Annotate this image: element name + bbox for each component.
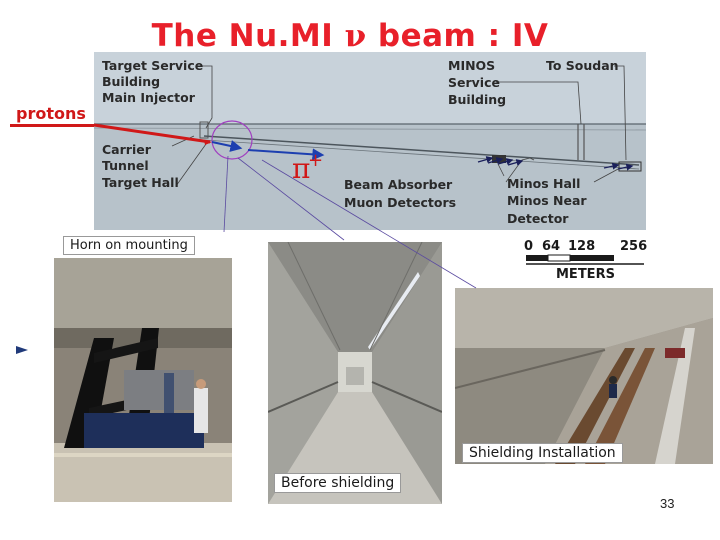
- scale-segment-3: [570, 255, 614, 261]
- label-to-soudan: To Soudan: [546, 58, 619, 73]
- caption-before-shielding: Before shielding: [274, 473, 402, 493]
- label-building: Building: [102, 74, 160, 89]
- title-text-after: beam : IV: [366, 18, 549, 54]
- leader-minos-service: [496, 81, 582, 125]
- caption-horn-on-mounting: Horn on mounting: [63, 236, 195, 255]
- label-carrier: Carrier: [102, 142, 152, 157]
- scale-bar: 0 64 128 256 METERS: [524, 239, 647, 282]
- slide-title: The Nu.MI ν beam : IV: [0, 18, 700, 54]
- label-target-hall: Target Hall: [102, 175, 179, 190]
- leader-target-hall: [175, 143, 207, 187]
- label-main-injector: Main Injector: [102, 90, 196, 105]
- scale-tick-128: 128: [568, 239, 595, 254]
- label-service: Service: [448, 75, 500, 90]
- label-detector: Detector: [507, 211, 569, 226]
- leader-minos-hall: [593, 167, 621, 183]
- label-building-2: Building: [448, 92, 506, 107]
- leader-to-soudan: [614, 65, 627, 161]
- label-tunnel: Tunnel: [102, 158, 149, 173]
- photo-horn-on-mounting: [54, 258, 232, 502]
- leader-beam-absorber: [497, 163, 505, 177]
- label-minos-near: Minos Near: [507, 193, 587, 208]
- leader-muon-detectors: [505, 157, 535, 183]
- protons-label: protons: [16, 104, 86, 123]
- protons-beam-line: [10, 124, 94, 127]
- scale-tick-64: 64: [542, 239, 560, 254]
- title-text-before: The Nu.MI: [151, 18, 345, 54]
- leader-target-service: [196, 65, 213, 129]
- title-nu-symbol: ν: [344, 18, 367, 54]
- photo-before-shielding: [268, 242, 442, 504]
- bullet-arrow-icon: [16, 346, 28, 354]
- label-muon-detectors: Muon Detectors: [344, 195, 456, 210]
- scale-segment-2: [547, 254, 571, 262]
- scale-tick-0: 0: [524, 239, 533, 254]
- caption-shielding-installation: Shielding Installation: [462, 443, 623, 463]
- label-beam-absorber: Beam Absorber: [344, 177, 453, 192]
- page-number: 33: [660, 496, 675, 511]
- label-minos: MINOS: [448, 58, 495, 73]
- scale-segment-1: [526, 255, 548, 261]
- scale-unit-label: METERS: [556, 267, 615, 282]
- beam-absorber-block: [492, 155, 506, 163]
- label-minos-hall: Minos Hall: [507, 176, 580, 191]
- decay-pipe-lower: [203, 139, 640, 170]
- label-target-service: Target Service: [102, 58, 203, 73]
- scale-tick-256: 256: [620, 239, 647, 254]
- photo-shielding-installation: [455, 288, 713, 464]
- decay-pipe: [203, 135, 640, 166]
